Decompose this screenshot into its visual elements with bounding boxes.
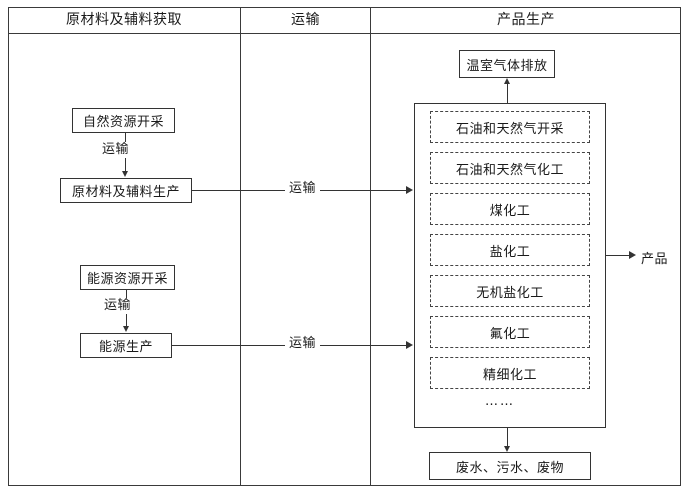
connector-production-to-waste [507,428,508,447]
label-product-output: 产品 [641,252,669,267]
column-divider-2 [370,7,371,486]
process-item-oil-gas-extraction: 石油和天然气开采 [430,111,590,143]
box-waste-output: 废水、污水、废物 [429,452,591,480]
edge-label-transport-lower: 运输 [285,336,321,352]
column-title-product-production: 产品生产 [497,12,555,28]
process-item-fluorine-chemical: 氟化工 [430,316,590,348]
arrowhead-transport-upper [406,186,413,194]
edge-label-transport-2: 运输 [100,298,136,314]
box-raw-material-production: 原材料及辅料生产 [60,178,192,203]
column-title-raw-material: 原材料及辅料获取 [66,12,182,28]
process-list-ellipsis: …… [485,394,515,409]
column-title-transport: 运输 [291,12,320,28]
header-separator [8,33,681,34]
box-energy-resource-extraction: 能源资源开采 [80,265,175,290]
process-item-oil-gas-chemical: 石油和天然气化工 [430,152,590,184]
connector-production-to-ghg [507,84,508,103]
edge-label-transport-1: 运输 [98,142,134,158]
arrowhead-production-to-ghg [503,78,510,84]
process-item-fine-chemical: 精细化工 [430,357,590,389]
process-item-inorganic-salt-chemical: 无机盐化工 [430,275,590,307]
arrowhead-energy-to-production [122,326,129,332]
process-item-coal-chemical: 煤化工 [430,193,590,225]
connector-product-output [606,255,630,256]
box-ghg-emissions: 温室气体排放 [459,50,555,78]
edge-label-transport-upper: 运输 [285,181,321,197]
box-energy-production: 能源生产 [80,333,172,358]
arrowhead-production-to-waste [503,446,510,452]
diagram-frame [8,7,681,486]
arrowhead-product-output [629,251,636,259]
arrowhead-natural-to-raw [121,171,128,177]
box-natural-resource-extraction: 自然资源开采 [72,108,175,133]
process-item-salt-chemical: 盐化工 [430,234,590,266]
arrowhead-transport-lower [406,341,413,349]
column-divider-1 [240,7,241,486]
